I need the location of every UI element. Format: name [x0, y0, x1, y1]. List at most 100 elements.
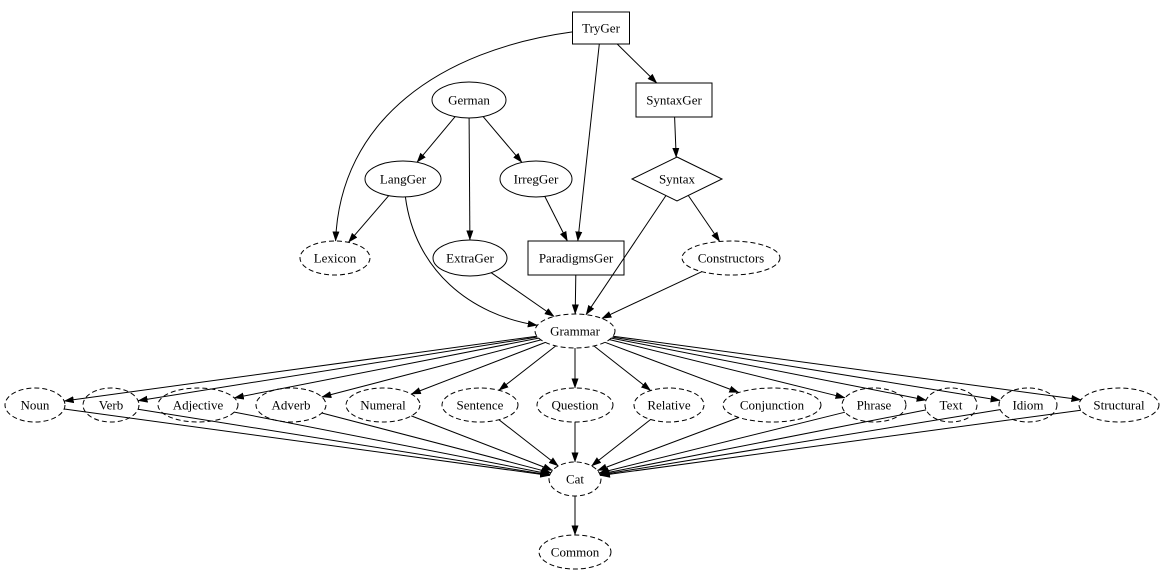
edge-langger-grammar [404, 196, 538, 328]
node-label: TryGer [582, 21, 620, 36]
node-shape [364, 160, 442, 198]
node-shape [299, 240, 371, 276]
node-shape [572, 11, 630, 45]
node-label: Numeral [360, 398, 406, 413]
node-shape [4, 387, 66, 423]
node-shape [722, 387, 822, 423]
edge-german-irregger [482, 116, 523, 163]
node-label: Syntax [659, 172, 696, 187]
node-label: ParadigmsGer [539, 251, 614, 266]
node-adjective: Adjective [157, 387, 239, 423]
node-verb: Verb [82, 387, 140, 423]
edge-relative-cat [591, 419, 651, 467]
node-label: Adjective [173, 398, 224, 413]
edge-constructors-grammar [601, 271, 703, 319]
node-label: Common [551, 545, 600, 560]
edge-numeral-cat [411, 415, 554, 471]
edge-grammar-noun [63, 335, 537, 404]
node-cat: Cat [548, 461, 602, 497]
node-label: German [448, 93, 490, 108]
edge-german-langger [416, 116, 456, 163]
node-label: Sentence [457, 398, 504, 413]
edge-conjunction-cat [597, 417, 739, 471]
node-label: Idiom [1012, 398, 1043, 413]
node-label: SyntaxGer [646, 93, 702, 108]
edge-grammar-idiom [612, 336, 1001, 403]
node-label: ExtraGer [446, 251, 494, 266]
node-sentence: Sentence [441, 387, 519, 423]
edge-noun-cat [64, 408, 551, 478]
node-shape [998, 387, 1058, 423]
edge-tryger-syntaxger [616, 43, 658, 84]
edge-grammar-verb [137, 336, 538, 403]
node-shape [633, 387, 705, 423]
node-syntaxger: SyntaxGer [635, 82, 713, 118]
node-label: Text [940, 398, 963, 413]
node-shape [499, 160, 573, 198]
node-label: Question [552, 398, 599, 413]
edge-grammar-conjunction [604, 341, 740, 393]
edge-sentence-cat [498, 419, 559, 467]
node-shape [345, 387, 421, 423]
edge-grammar-adverb [321, 339, 542, 398]
node-label: IrregGer [514, 172, 559, 187]
edge-syntax-constructors [687, 195, 721, 242]
edge-grammar-relative [593, 345, 651, 391]
node-conjunction: Conjunction [722, 387, 822, 423]
node-shape [431, 81, 507, 119]
edge-grammar-numeral [410, 341, 546, 395]
node-adverb: Adverb [255, 387, 327, 423]
node-label: Cat [566, 472, 584, 487]
node-idiom: Idiom [998, 387, 1058, 423]
node-text: Text [924, 387, 978, 423]
edge-irregger-paradigmsger [544, 196, 568, 242]
edge-langger-lexicon [348, 195, 390, 243]
edge-adverb-cat [321, 412, 552, 474]
edge-tryger-paradigmsger [575, 43, 600, 242]
node-common: Common [538, 534, 612, 570]
node-structural: Structural [1078, 387, 1160, 423]
node-extrager: ExtraGer [432, 239, 508, 277]
node-shape [255, 387, 327, 423]
edge-adjective-cat [234, 411, 551, 476]
node-question: Question [536, 387, 614, 423]
edge-grammar-structural [613, 335, 1082, 402]
edge-structural-cat [600, 409, 1081, 478]
node-paradigmsger: ParadigmsGer [527, 240, 625, 276]
node-numeral: Numeral [345, 387, 421, 423]
node-label: Relative [647, 398, 691, 413]
node-label: Structural [1093, 398, 1145, 413]
node-langger: LangGer [364, 160, 442, 198]
node-shape [527, 240, 625, 276]
edge-syntax-grammar [585, 195, 667, 316]
node-shape [630, 156, 724, 202]
node-shape [681, 240, 781, 276]
node-label: Phrase [857, 398, 892, 413]
node-tryger: TryGer [572, 11, 630, 45]
edge-grammar-adjective [233, 337, 539, 400]
node-label: Adverb [272, 398, 311, 413]
node-label: Constructors [698, 251, 764, 266]
edge-idiom-cat [599, 409, 1001, 477]
node-syntax: Syntax [630, 156, 724, 202]
edge-phrase-cat [598, 411, 846, 475]
edge-grammar-text [611, 337, 927, 402]
node-label: Grammar [550, 324, 600, 339]
edge-text-cat [599, 409, 927, 476]
node-constructors: Constructors [681, 240, 781, 276]
edge-extrager-grammar [490, 272, 555, 317]
node-shape [841, 387, 907, 423]
node-label: Noun [21, 398, 50, 413]
node-relative: Relative [633, 387, 705, 423]
node-label: Lexicon [314, 251, 357, 266]
node-label: Verb [99, 398, 124, 413]
node-irregger: IrregGer [499, 160, 573, 198]
edge-grammar-phrase [609, 339, 846, 399]
edge-tryger-lexicon [332, 31, 573, 242]
node-german: German [431, 81, 507, 119]
node-lexicon: Lexicon [299, 240, 371, 276]
edge-syntaxger-syntax [672, 116, 680, 158]
edge-verb-cat [138, 408, 551, 477]
